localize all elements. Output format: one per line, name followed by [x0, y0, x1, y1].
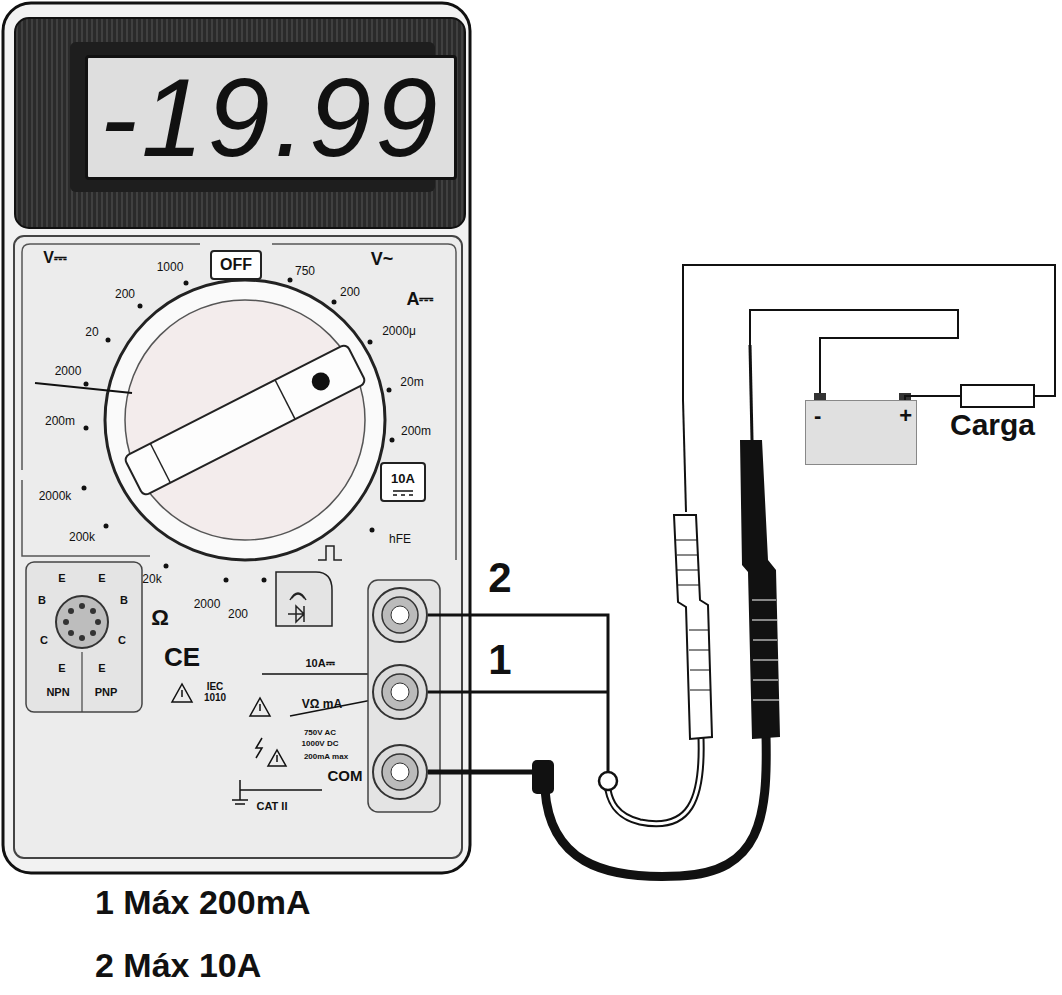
- range-label: 10A⎓: [305, 657, 334, 669]
- warning-symbols: [172, 674, 372, 804]
- function-symbols: [276, 546, 342, 626]
- range-label: 750: [295, 265, 315, 278]
- range-label: 200: [340, 286, 360, 299]
- range-label: V⎓: [43, 249, 67, 267]
- rotary-dial: [35, 280, 385, 560]
- circuit-wires: [683, 265, 1055, 401]
- range-label: 2000μ: [382, 325, 416, 338]
- battery: -+: [805, 400, 917, 465]
- range-label: 2000: [194, 598, 221, 611]
- range-label: 20m: [400, 376, 423, 389]
- range-label: 200k: [69, 531, 95, 544]
- range-label: A⎓: [407, 290, 434, 310]
- range-label: 1000: [157, 261, 184, 274]
- range-label: 200: [115, 288, 135, 301]
- range-label: COM: [328, 768, 363, 785]
- lcd-display: -19.99: [85, 55, 457, 180]
- transistor-socket: [26, 562, 142, 712]
- range-label: V~: [371, 250, 394, 270]
- range-label: B: [38, 594, 46, 606]
- note-text: 2 Máx 10A: [95, 947, 261, 984]
- range-label: 20k: [142, 573, 161, 586]
- range-box-text: 10A: [391, 471, 415, 486]
- off-position-text: OFF: [220, 256, 252, 274]
- lcd-display-text: -19.99: [100, 62, 442, 174]
- black-probe: [428, 345, 780, 876]
- range-label: C: [118, 634, 126, 646]
- range-label: NPN: [46, 686, 69, 698]
- range-label: E: [58, 662, 65, 674]
- range-label: C: [40, 634, 48, 646]
- callout-number: 1: [488, 637, 511, 683]
- range-label: CAT II: [257, 800, 288, 812]
- note-text: 1 Máx 200mA: [95, 884, 310, 921]
- range-box: 10A: [380, 462, 426, 502]
- range-dots: [82, 278, 395, 583]
- red-probe: [599, 400, 712, 824]
- range-label: 20: [85, 326, 98, 339]
- range-label: E: [98, 662, 105, 674]
- off-position: OFF: [210, 250, 262, 280]
- range-label: B: [120, 594, 128, 606]
- range-label: Ω: [151, 606, 169, 630]
- battery-text: +: [899, 403, 912, 429]
- load-resistor-text: Carga: [950, 408, 1035, 441]
- load-resistor: Carga: [960, 384, 1035, 408]
- range-label: 200: [228, 608, 248, 621]
- meter-body: [3, 3, 470, 873]
- range-label: E: [98, 572, 105, 584]
- range-label: CE: [164, 643, 200, 672]
- battery-text: -: [814, 403, 821, 429]
- range-label: E: [58, 572, 65, 584]
- range-label: 750V AC: [304, 729, 336, 738]
- dc-symbol: [392, 489, 414, 497]
- range-label: VΩ mA: [302, 698, 342, 711]
- callout-leaders: [428, 615, 608, 772]
- range-label: 2000k: [39, 490, 72, 503]
- range-label: 200m: [45, 415, 75, 428]
- callout-number: 2: [488, 555, 511, 601]
- range-label: IEC 1010: [198, 681, 232, 703]
- range-label: 2000: [55, 365, 82, 378]
- range-label: 1000V DC: [302, 740, 339, 749]
- range-label: hFE: [389, 533, 411, 546]
- range-label: 200mA max: [304, 753, 348, 762]
- range-label: 200m: [401, 425, 431, 438]
- range-label: PNP: [95, 686, 118, 698]
